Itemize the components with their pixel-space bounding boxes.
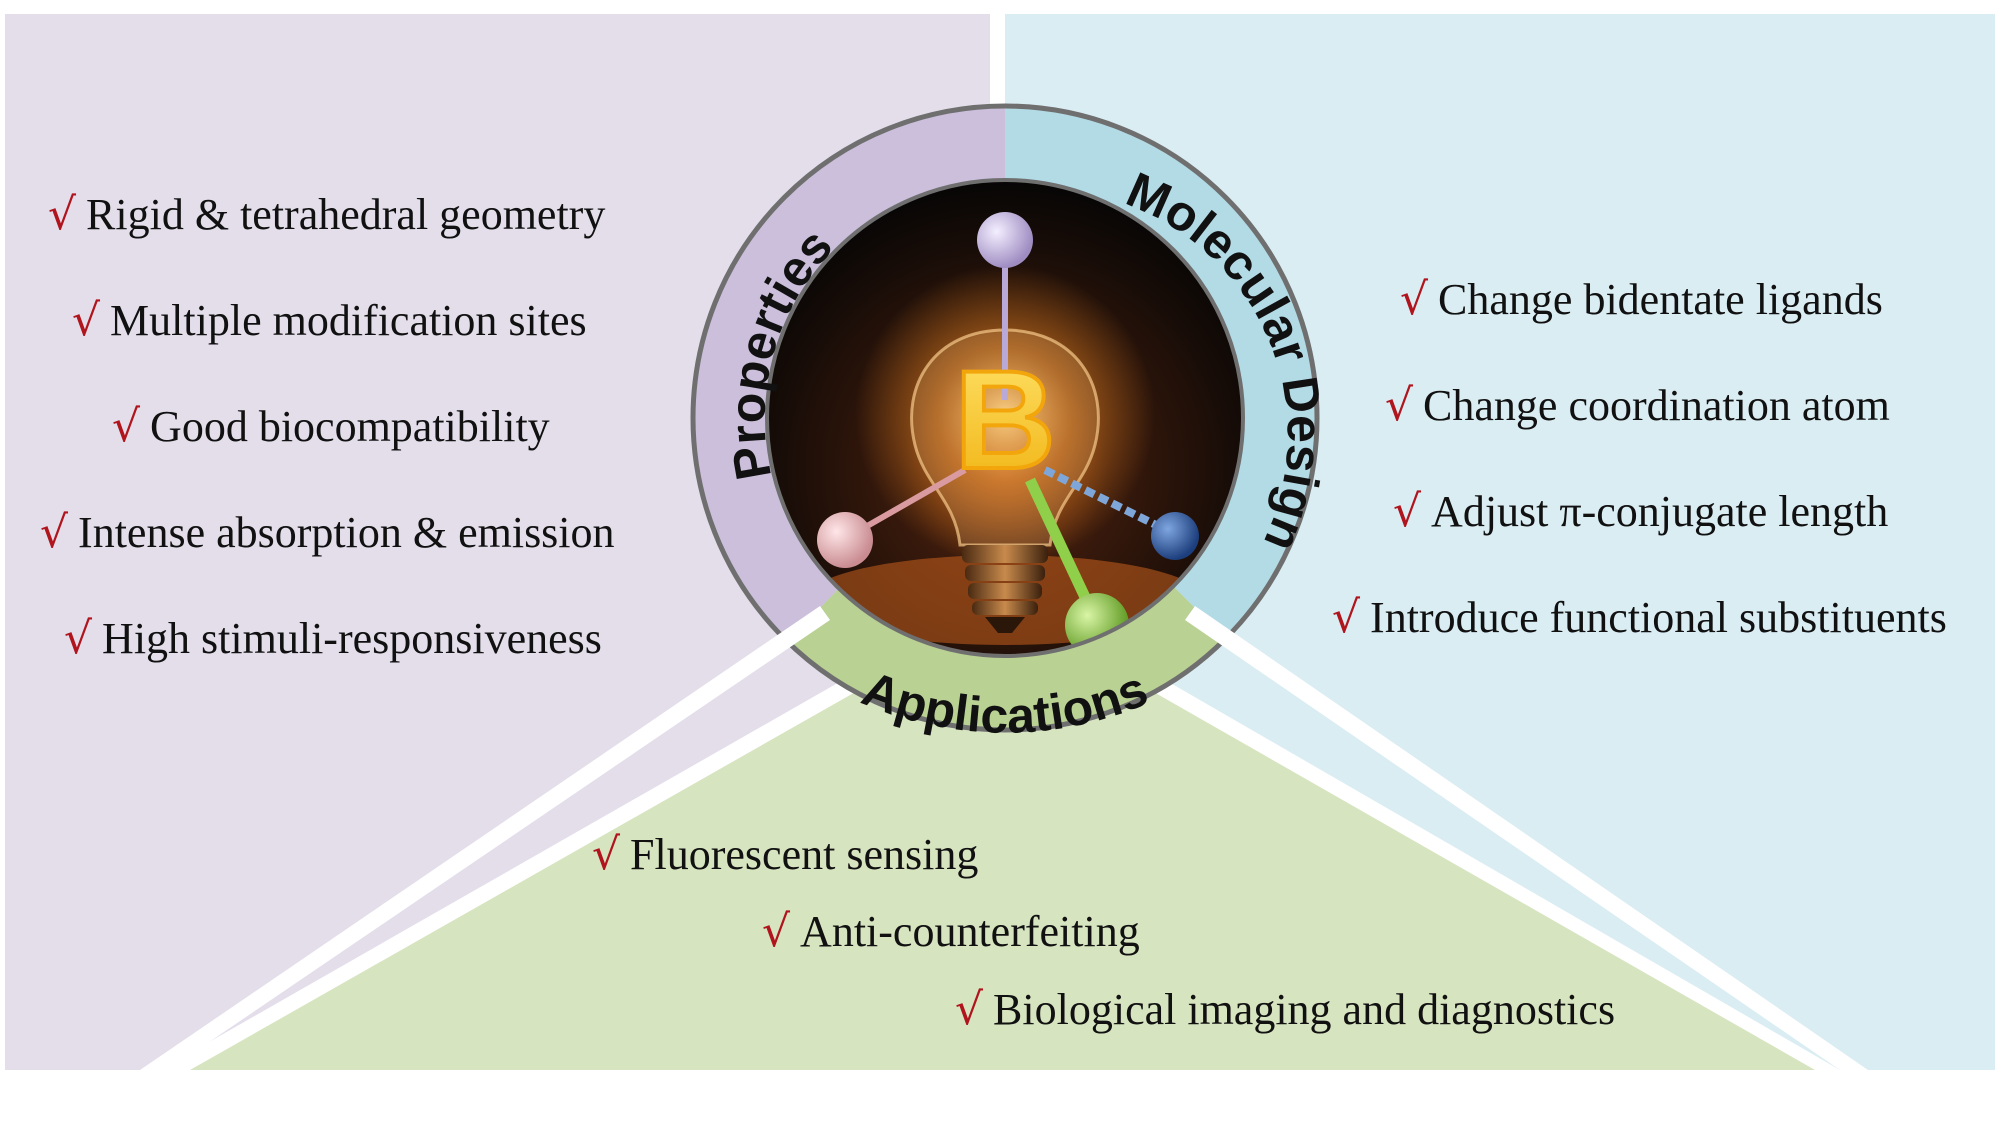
check-icon: √: [72, 295, 101, 346]
check-icon: √: [762, 906, 791, 957]
properties-item: √Good biocompatibility: [112, 401, 550, 452]
outer-ring-border: [690, 103, 1320, 733]
divider-top: [990, 0, 1005, 90]
check-icon: √: [48, 189, 77, 240]
properties-item: √High stimuli-responsiveness: [64, 613, 602, 664]
inner-ring-border: [765, 178, 1245, 658]
applications-item: √Fluorescent sensing: [592, 829, 979, 880]
applications-item: √Anti-counterfeiting: [762, 906, 1140, 957]
check-icon: √: [1385, 380, 1414, 431]
properties-item: √Multiple modification sites: [72, 295, 587, 346]
molecular-design-item: √Introduce functional substituents: [1332, 592, 1947, 643]
check-icon: √: [592, 829, 621, 880]
center-illustration: [767, 180, 1243, 656]
check-icon: √: [955, 984, 984, 1035]
check-icon: √: [1393, 486, 1422, 537]
divider-right: [1185, 606, 1868, 1070]
divider-left: [140, 606, 830, 1070]
check-icon: √: [112, 401, 141, 452]
center-badge-letter: B: [954, 341, 1055, 498]
molecular-design-item: √Change coordination atom: [1385, 380, 1890, 431]
check-icon: √: [40, 507, 69, 558]
molecular-design-item: √Adjust π-conjugate length: [1393, 486, 1889, 537]
properties-item: √Intense absorption & emission: [40, 507, 615, 558]
properties-item: √Rigid & tetrahedral geometry: [48, 189, 606, 240]
applications-item: √Biological imaging and diagnostics: [955, 984, 1616, 1035]
check-icon: √: [1332, 592, 1361, 643]
applications-panel: [190, 607, 1815, 1070]
molecular-design-item: √Change bidentate ligands: [1400, 274, 1883, 325]
check-icon: √: [1400, 274, 1429, 325]
check-icon: √: [64, 613, 93, 664]
